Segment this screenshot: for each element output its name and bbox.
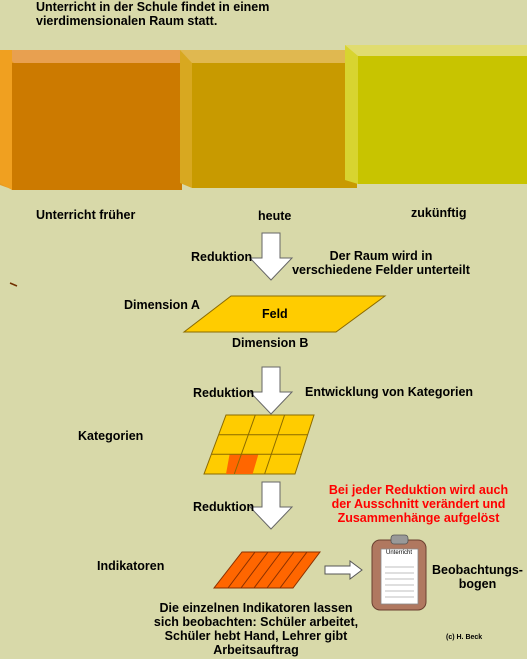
reduction-arrow-1	[248, 232, 294, 281]
clipboard-label-line-2: bogen	[458, 577, 497, 591]
categories-grid	[203, 414, 315, 475]
note-line-3: Zusammenhänge aufgelöst	[337, 511, 500, 525]
observation-line-3: Schüler hebt Hand, Lehrer gibt	[164, 629, 348, 643]
observation-line-1: Die einzelnen Indikatoren lassen	[159, 601, 353, 615]
room-text-line-1: Der Raum wird in	[329, 249, 433, 263]
reduction-arrow-2	[248, 366, 294, 415]
clipboard-label-line-1: Beobachtungs-	[432, 563, 523, 577]
room-text-line-2: verschiedene Felder unterteilt	[292, 263, 470, 277]
note-line-2: der Ausschnitt verändert und	[331, 497, 506, 511]
indicator-arrow	[324, 560, 363, 580]
stray-mark	[9, 282, 18, 287]
intro-line-2: vierdimensionalen Raum statt.	[36, 14, 218, 28]
field-parallelogram	[182, 295, 387, 333]
dimension-b-label: Dimension B	[232, 336, 309, 350]
box-label-zukuenftig: zukünftig	[411, 206, 467, 220]
credit: (c) H. Beck	[446, 634, 483, 641]
reduction-label-2: Reduktion	[193, 386, 255, 400]
indicators-label: Indikatoren	[97, 559, 165, 573]
reduction-label-1: Reduktion	[191, 250, 253, 264]
reduction-arrow-3	[248, 481, 294, 530]
note-line-1: Bei jeder Reduktion wird auch	[328, 483, 509, 497]
clipboard-title: Unterricht	[386, 550, 413, 556]
box-zukuenftig	[345, 45, 527, 184]
box-heute	[180, 50, 357, 188]
observation-line-4: Arbeitsauftrag	[213, 643, 299, 657]
box-label-heute: heute	[258, 209, 292, 223]
box-frueher	[0, 50, 182, 190]
categories-label: Kategorien	[78, 429, 144, 443]
reduction-label-3: Reduktion	[193, 500, 255, 514]
indicators-strip	[212, 551, 321, 589]
intro-line-1: Unterricht in der Schule findet in einem	[36, 0, 270, 14]
observation-line-2: sich beobachten: Schüler arbeitet,	[153, 615, 359, 629]
field-label: Feld	[262, 307, 288, 321]
clipboard-icon	[371, 534, 427, 611]
dimension-a-label: Dimension A	[124, 298, 200, 312]
categories-dev-label: Entwicklung von Kategorien	[305, 385, 474, 399]
box-label-frueher: Unterricht früher	[36, 208, 136, 222]
